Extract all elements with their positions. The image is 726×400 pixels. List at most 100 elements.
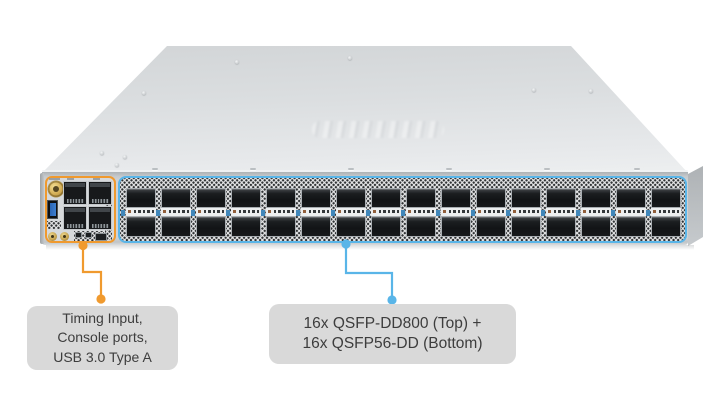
mini-connector	[85, 232, 92, 238]
port-number-tab	[611, 210, 616, 216]
port-led	[182, 209, 185, 214]
qsfp-port-column	[471, 188, 506, 237]
port-led	[308, 209, 312, 214]
qsfp56-dd-cage	[581, 215, 611, 237]
port-number-tab	[261, 210, 266, 216]
port-led	[483, 209, 487, 214]
port-led	[138, 209, 141, 214]
port-number-tab	[191, 210, 196, 216]
port-led	[273, 209, 277, 214]
port-led	[593, 209, 596, 214]
port-led-strip	[126, 207, 156, 216]
callout-text-line: Timing Input,	[62, 310, 143, 327]
front-edge-screw-slot	[446, 168, 452, 170]
port-led	[396, 209, 400, 214]
port-number-tab	[156, 210, 161, 216]
screw-mark	[235, 60, 239, 64]
port-number-tab	[331, 210, 336, 216]
rj45-console-port	[63, 181, 87, 205]
port-led	[567, 209, 570, 214]
port-led	[392, 209, 395, 214]
port-led	[282, 209, 286, 214]
front-edge-screw-slot	[634, 168, 640, 170]
port-number-tab	[436, 210, 441, 216]
port-led	[177, 209, 181, 214]
mini-connector	[75, 232, 82, 238]
port-led	[501, 209, 505, 214]
port-led	[676, 209, 680, 214]
mgmt-elbow-line	[81, 245, 103, 299]
port-led	[326, 209, 330, 214]
front-edge-screw-slot	[152, 168, 158, 170]
port-led-strip	[476, 207, 506, 216]
front-edge-screw-slot	[250, 168, 256, 170]
port-number-tab	[121, 210, 126, 216]
port-led	[553, 209, 557, 214]
led-strip-tag	[583, 209, 586, 214]
port-led	[168, 209, 172, 214]
led-strip-tag	[268, 209, 271, 214]
port-led	[352, 209, 356, 214]
led-strip-tag	[408, 209, 411, 214]
port-led	[348, 209, 351, 214]
port-led	[536, 209, 540, 214]
port-led	[217, 209, 220, 214]
port-led	[641, 209, 645, 214]
port-led-strip	[651, 207, 681, 216]
port-led-strip	[336, 207, 366, 216]
callout-box-management: Timing Input, Console ports, USB 3.0 Typ…	[27, 306, 178, 370]
led-strip-tag	[163, 209, 166, 214]
chassis-front-rim	[42, 169, 688, 172]
qsfp56-dd-cage	[546, 215, 576, 237]
led-strip-tag	[548, 209, 551, 214]
port-led	[173, 209, 176, 214]
port-number-tab	[576, 210, 581, 216]
screw-mark	[142, 91, 146, 95]
qsfp-dd800-cage	[441, 188, 471, 208]
qsfp56-dd-cage	[476, 215, 506, 237]
port-led	[287, 209, 290, 214]
timing-input-connector	[48, 181, 64, 197]
qsfp-port-column	[506, 188, 541, 237]
qsfp56-dd-cage	[651, 215, 681, 237]
port-number-tab	[401, 210, 406, 216]
qsfp-port-column	[611, 188, 646, 237]
port-led	[247, 209, 251, 214]
qsfp-dd800-cage	[301, 188, 331, 208]
port-led	[562, 209, 566, 214]
port-led	[532, 209, 535, 214]
port-led	[291, 209, 295, 214]
qsfp-port-column	[541, 188, 576, 237]
qsfp56-dd-cage	[371, 215, 401, 237]
port-led	[466, 209, 470, 214]
rj45-console-port	[88, 206, 112, 230]
port-led	[186, 209, 190, 214]
qsfp56-dd-cage	[616, 215, 646, 237]
chassis-right-side	[688, 166, 703, 246]
screw-mark	[532, 88, 536, 92]
port-led	[203, 209, 207, 214]
port-led	[527, 209, 531, 214]
port-led	[238, 209, 242, 214]
port-led	[597, 209, 601, 214]
qsfp-port-column	[261, 188, 296, 237]
qsfp-dd800-cage	[651, 188, 681, 208]
front-edge-screw-slot	[544, 168, 550, 170]
qsfp-dd800-cage	[581, 188, 611, 208]
port-led	[623, 209, 627, 214]
led-strip-tag	[128, 209, 131, 214]
qsfp-dd800-cage	[126, 188, 156, 208]
port-led	[252, 209, 255, 214]
embossed-logo	[312, 121, 444, 138]
qsfp56-dd-cage	[266, 215, 296, 237]
screw-mark	[115, 163, 119, 167]
qsfp56-dd-cage	[196, 215, 226, 237]
qsfp-dd800-cage	[231, 188, 261, 208]
qsfp-port-column	[191, 188, 226, 237]
qsfp-port-column	[366, 188, 401, 237]
qsfp-port-column	[576, 188, 611, 237]
panel-micro-label	[67, 178, 74, 180]
port-led	[602, 209, 605, 214]
port-led	[663, 209, 666, 214]
